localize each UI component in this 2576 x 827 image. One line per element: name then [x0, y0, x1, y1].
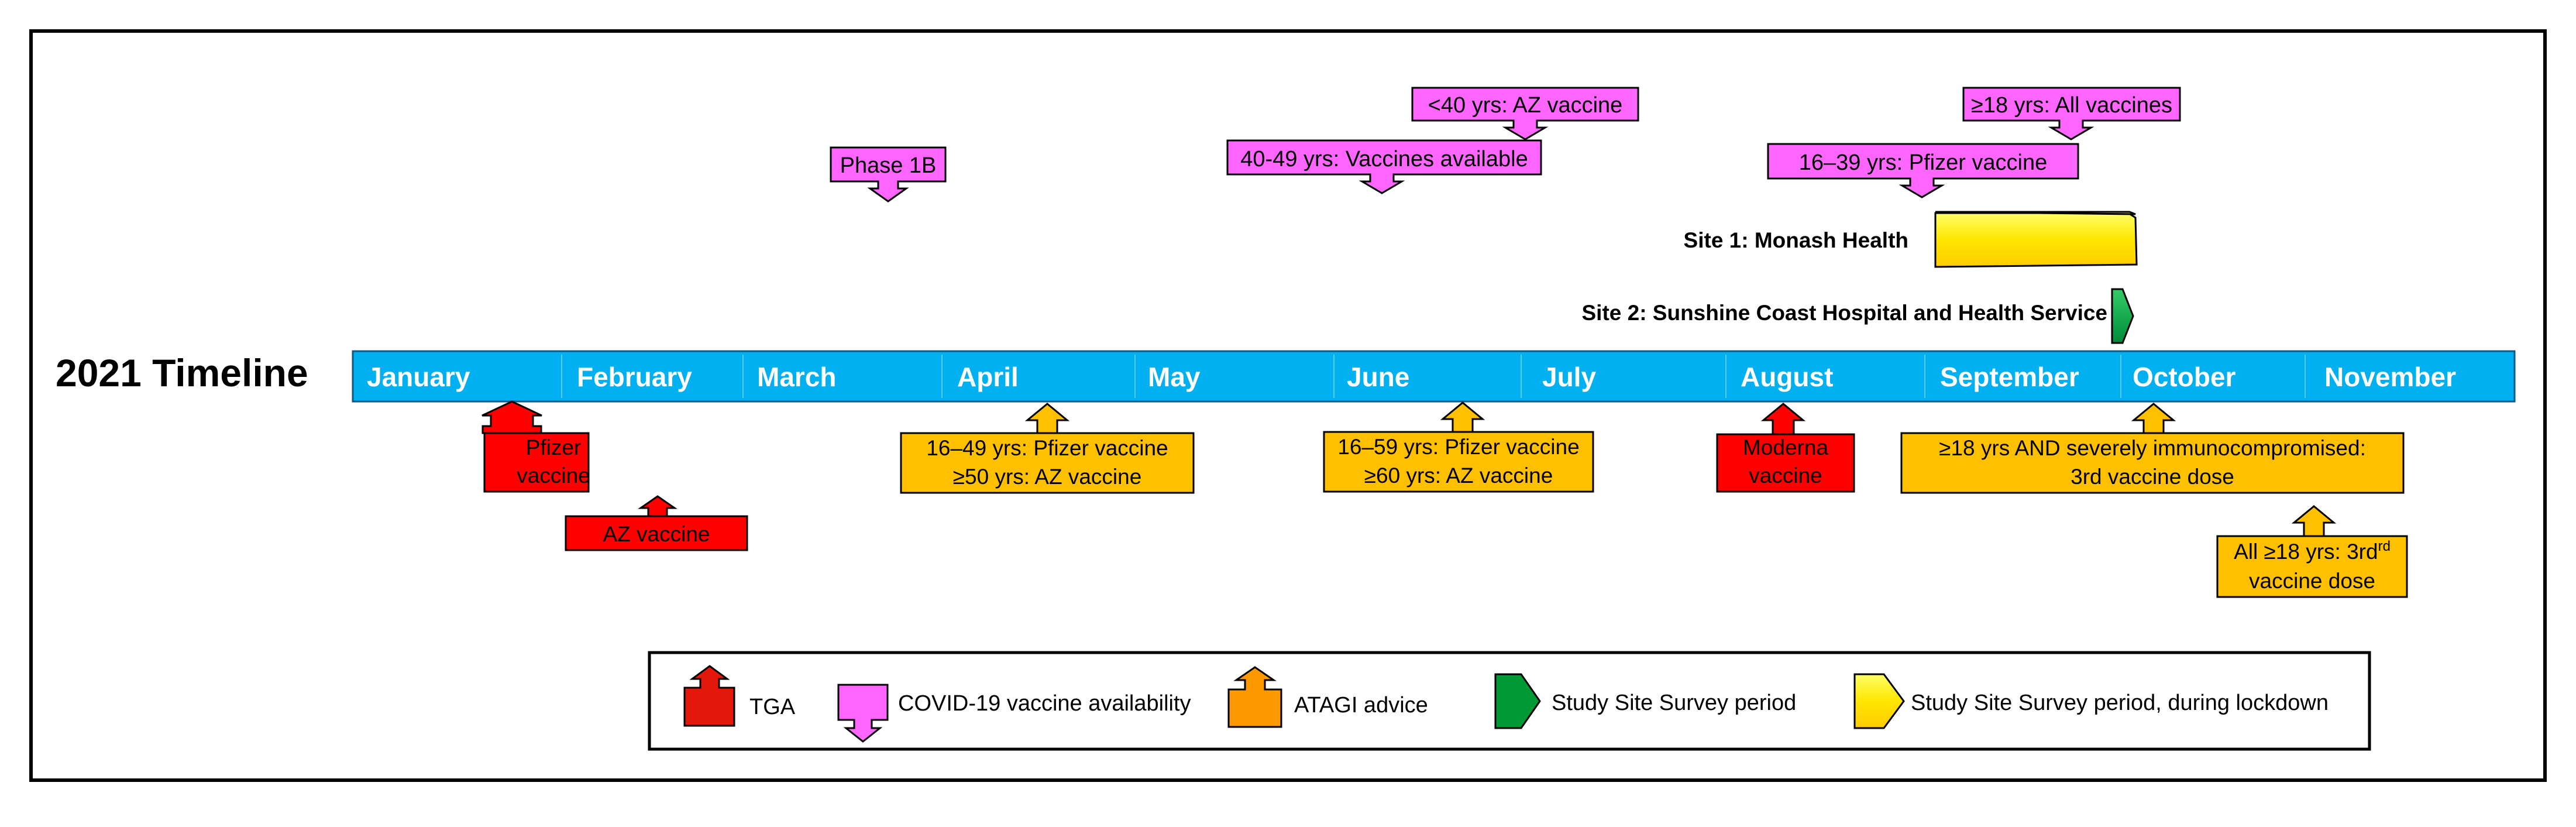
site-1-survey-period-tip [1935, 211, 2136, 215]
atagi-label-line: All ≥18 yrs: 3rdrd [2234, 538, 2391, 564]
month-label-september: September [1940, 362, 2079, 392]
red-up-arrow-icon [683, 665, 735, 727]
month-label-january: January [367, 362, 470, 392]
availability-callout-shape [1962, 87, 2181, 140]
tga-label-line: vaccine [517, 464, 590, 488]
legend-item-availability: COVID-19 vaccine availability [837, 684, 1191, 743]
atagi-label-line: ≥60 yrs: AZ vaccine [1364, 464, 1553, 488]
availability-label: 40-49 yrs: Vaccines available [1240, 147, 1528, 171]
legend-item-site-lockdown: Study Site Survey period, during lockdow… [1853, 673, 2329, 729]
atagi-label-line: ≥50 yrs: AZ vaccine [953, 465, 1142, 489]
tga-label-line: vaccine [1749, 464, 1822, 488]
month-label-august: August [1741, 362, 1833, 392]
atagi-callout-arrow [2131, 403, 2176, 435]
atagi-label-line: 16–49 yrs: Pfizer vaccine [926, 436, 1168, 460]
availability-event-phase-1b: Phase 1B [830, 146, 947, 203]
tga-label-line: AZ vaccine [603, 522, 710, 546]
tga-callout-box [565, 515, 748, 551]
tga-event-pfizer: Pfizer vaccine [482, 400, 590, 493]
atagi-label-main: All ≥18 yrs: 3rd [2234, 540, 2378, 564]
month-label-february: February [577, 362, 692, 392]
atagi-event-apr: 16–49 yrs: Pfizer vaccine ≥50 yrs: AZ va… [900, 403, 1195, 494]
availability-label: <40 yrs: AZ vaccine [1428, 93, 1623, 118]
month-labels: January February March April May June July Augu… [367, 355, 2456, 398]
legend-item-tga: TGA [683, 665, 796, 727]
month-label-july: July [1542, 362, 1596, 392]
availability-label: 16–39 yrs: Pfizer vaccine [1799, 150, 2048, 175]
timeline-bar [352, 350, 2516, 403]
availability-callout-shape [1767, 143, 2079, 198]
pink-down-arrow-icon [837, 684, 889, 743]
availability-label: Phase 1B [840, 153, 937, 178]
tga-event-moderna: Moderna vaccine [1716, 403, 1855, 493]
atagi-label-line: ≥18 yrs AND severely immunocompromised: [1939, 436, 2366, 460]
site-1-survey-period [1934, 212, 2138, 268]
legend-item-site: Study Site Survey period [1494, 673, 1796, 729]
yellow-pentagon-icon [1853, 673, 1905, 729]
site-2-label: Site 2: Sunshine Coast Hospital and Heal… [1581, 301, 2107, 325]
month-label-may: May [1148, 362, 1201, 392]
legend-label-site: Study Site Survey period [1552, 691, 1796, 715]
month-label-april: April [957, 362, 1019, 392]
month-label-june: June [1347, 362, 1409, 392]
legend: TGA COVID-19 vaccine availability ATAGI … [648, 651, 2371, 751]
green-pentagon-icon [1494, 673, 1541, 729]
atagi-callout-arrow [1024, 403, 1070, 435]
atagi-label-line: 16–59 yrs: Pfizer vaccine [1337, 435, 1579, 459]
legend-label-availability: COVID-19 vaccine availability [898, 691, 1191, 716]
atagi-callout-box [900, 432, 1195, 494]
tga-label-line: Moderna [1743, 435, 1828, 459]
tga-callout-arrow [638, 495, 677, 517]
month-label-november: November [2324, 362, 2456, 392]
availability-label: ≥18 yrs: All vaccines [1971, 93, 2172, 118]
tga-event-az: AZ vaccine [565, 495, 748, 551]
availability-event-16-39-pfizer: 16–39 yrs: Pfizer vaccine [1767, 143, 2079, 198]
atagi-callout-box [1323, 431, 1594, 493]
legend-label-site-lockdown: Study Site Survey period, during lockdow… [1911, 691, 2329, 715]
tga-label-line: Pfizer [526, 435, 582, 459]
atagi-label-line: vaccine dose [2249, 569, 2375, 593]
legend-item-atagi: ATAGI advice [1227, 666, 1428, 728]
atagi-label-superscript: rd [2378, 538, 2391, 554]
availability-event-u40-az: <40 yrs: AZ vaccine [1411, 87, 1639, 140]
month-label-october: October [2133, 362, 2235, 392]
site-1-label: Site 1: Monash Health [1684, 228, 1908, 252]
availability-callout-shape [1226, 139, 1542, 194]
availability-event-18-all: ≥18 yrs: All vaccines [1962, 87, 2181, 140]
tga-callout-arrow [1760, 403, 1806, 435]
site-1-row: Site 1: Monash Health [1684, 211, 2138, 268]
availability-callout-shape [1411, 87, 1639, 140]
orange-up-arrow-icon [1227, 666, 1282, 728]
legend-label-tga: TGA [749, 695, 796, 719]
atagi-event-jun: 16–59 yrs: Pfizer vaccine ≥60 yrs: AZ va… [1323, 402, 1594, 493]
availability-event-40-49: 40-49 yrs: Vaccines available [1226, 139, 1542, 194]
atagi-callout-arrow [1440, 402, 1485, 434]
atagi-callout-box [2216, 535, 2408, 598]
timeline-title: 2021 Timeline [56, 351, 308, 394]
atagi-label-line: 3rd vaccine dose [2071, 465, 2234, 489]
tga-callout-shape [482, 400, 542, 434]
atagi-callout-box [1900, 432, 2405, 494]
availability-callout-shape [830, 146, 947, 203]
site-2-row: Site 2: Sunshine Coast Hospital and Heal… [1581, 288, 2134, 344]
atagi-event-oct: ≥18 yrs AND severely immunocompromised: … [1900, 403, 2405, 494]
legend-label-atagi: ATAGI advice [1294, 693, 1428, 718]
month-label-march: March [757, 362, 836, 392]
site-2-survey-period [2111, 288, 2134, 344]
atagi-event-nov: All ≥18 yrs: 3rdrd vaccine dose [2216, 505, 2408, 598]
atagi-callout-arrow [2291, 505, 2337, 538]
tga-callout-box [1716, 433, 1855, 493]
tga-callout-box [483, 432, 590, 493]
